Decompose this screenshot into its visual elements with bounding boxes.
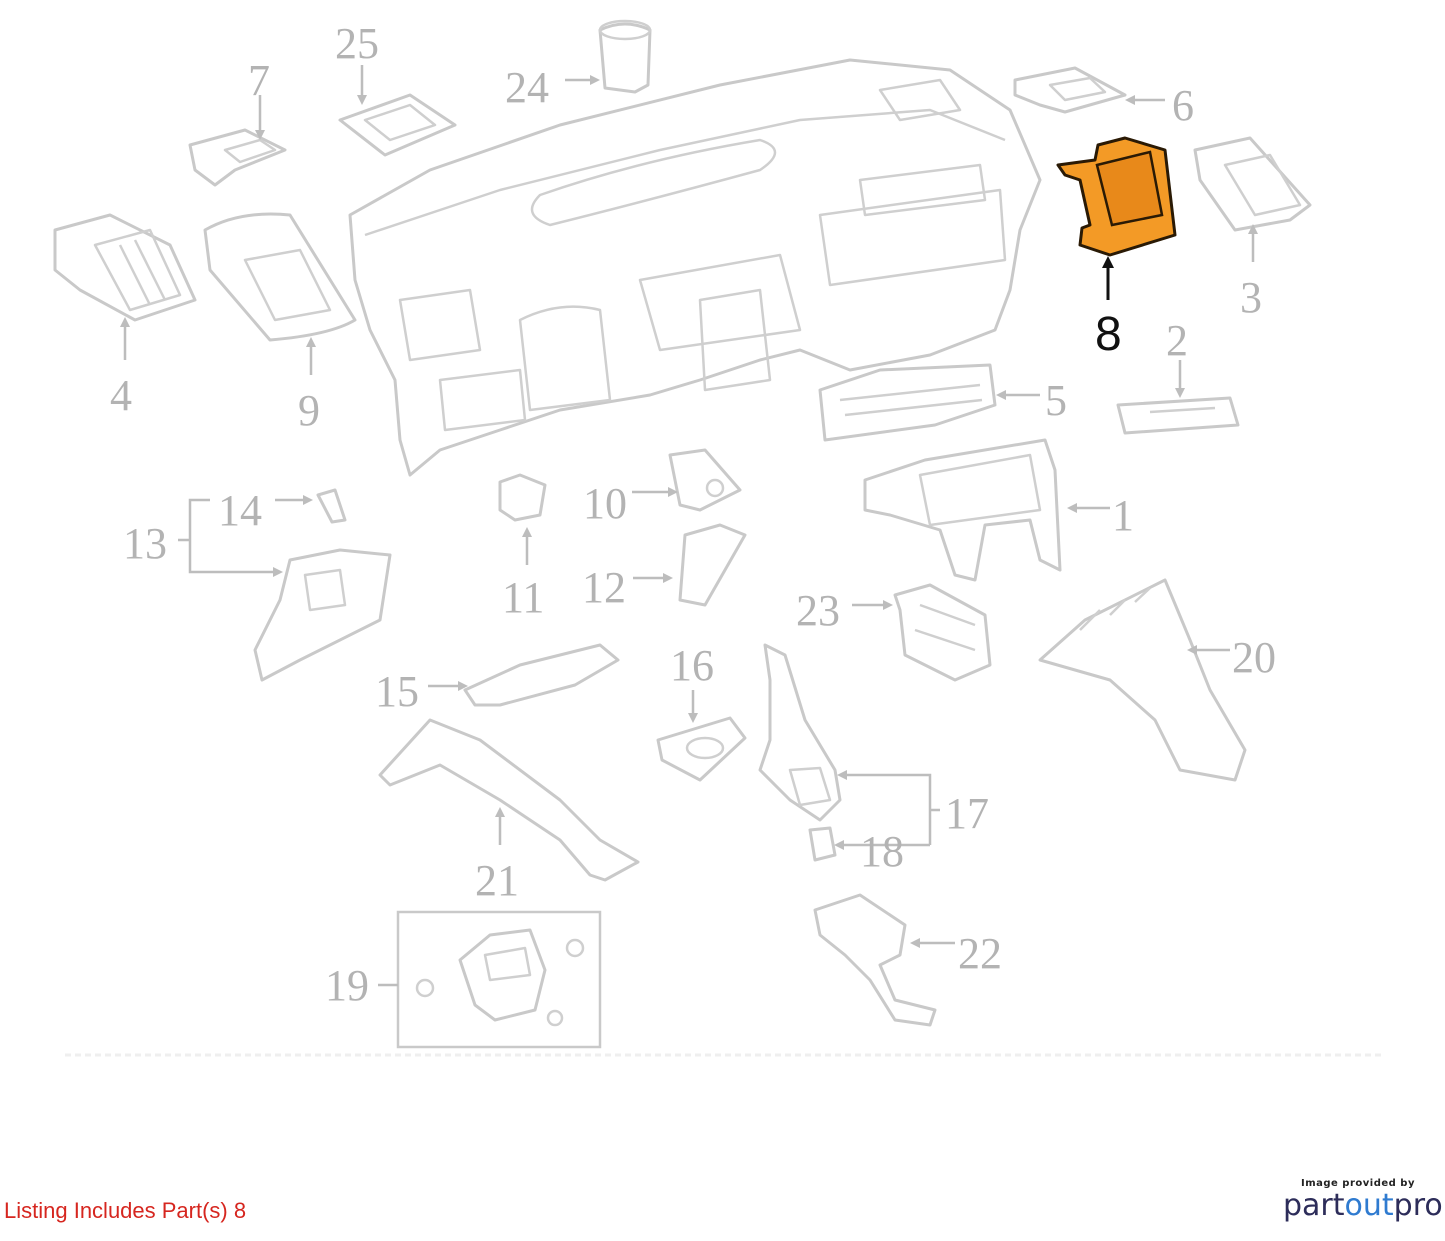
part-20	[1038, 578, 1247, 782]
dashboard-frame	[348, 58, 1042, 477]
callout-8-highlighted: 8	[1095, 308, 1122, 361]
callout-25: 25	[335, 19, 379, 68]
callout-21: 21	[475, 856, 519, 905]
part-17	[758, 643, 940, 845]
part-3	[1193, 136, 1312, 262]
part-1	[863, 438, 1110, 582]
part-12	[633, 523, 747, 607]
callout-16: 16	[670, 641, 714, 690]
callout-22: 22	[958, 929, 1002, 978]
callout-17: 17	[945, 789, 989, 838]
callout-5: 5	[1045, 376, 1067, 425]
callout-14: 14	[218, 486, 262, 535]
callout-4: 4	[110, 371, 132, 420]
part-6	[1013, 66, 1165, 114]
part-4	[53, 213, 197, 360]
callout-20: 20	[1232, 633, 1276, 682]
part-2	[1116, 360, 1240, 435]
logo-out: out	[1344, 1188, 1394, 1223]
credit-caption: Image provided by	[1301, 1178, 1415, 1189]
callout-10: 10	[583, 479, 627, 528]
part-14	[275, 488, 347, 524]
callout-2: 2	[1166, 316, 1188, 365]
part-13	[178, 498, 392, 682]
part-10	[632, 448, 742, 512]
callout-19: 19	[325, 961, 369, 1010]
callout-12: 12	[582, 563, 626, 612]
part-21	[378, 718, 640, 882]
callout-6: 6	[1172, 81, 1194, 130]
callout-11: 11	[502, 573, 544, 622]
callout-24: 24	[505, 63, 549, 112]
callout-18: 18	[860, 827, 904, 876]
part-23	[852, 583, 992, 682]
callout-15: 15	[375, 667, 419, 716]
part-18	[808, 826, 930, 862]
callout-7: 7	[248, 56, 270, 105]
part-24	[565, 19, 652, 94]
callout-13: 13	[123, 519, 167, 568]
image-credit: Image provided by partoutpro	[1283, 1178, 1443, 1223]
part-9	[203, 212, 357, 375]
part-7	[188, 95, 287, 187]
listing-note: Listing Includes Part(s) 8	[4, 1198, 247, 1223]
part-5	[818, 363, 1040, 442]
logo-part: part	[1283, 1188, 1345, 1223]
partoutpro-logo: partoutpro	[1283, 1188, 1443, 1223]
part-19	[378, 910, 602, 1049]
logo-pro: pro	[1393, 1188, 1443, 1223]
part-11	[498, 473, 547, 565]
callout-3: 3	[1240, 273, 1262, 322]
part-22	[813, 893, 955, 1027]
callout-9: 9	[298, 386, 320, 435]
part-15	[428, 643, 620, 707]
part-16	[656, 690, 747, 782]
callout-labels: 1 2 3 4 5 6 7 8 9 10 11 12 13 14 15 16 1…	[110, 19, 1276, 1010]
part-25	[338, 65, 457, 157]
part-8-highlighted	[1056, 136, 1177, 300]
callout-23: 23	[796, 586, 840, 635]
callout-1: 1	[1112, 491, 1134, 540]
